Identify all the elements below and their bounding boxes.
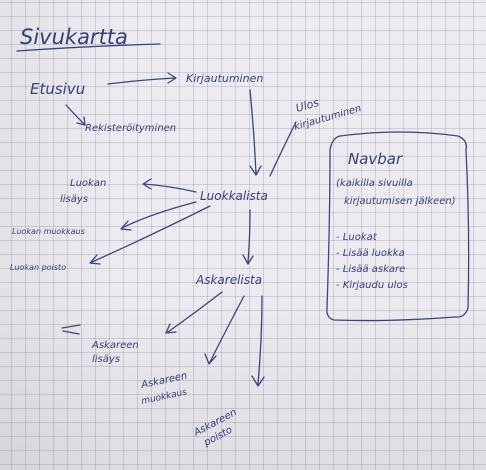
navbar-item-lisaa-luokka: - Lisää luokka bbox=[336, 248, 405, 259]
arrow-askarelista-to-askareen-poisto bbox=[251, 295, 265, 387]
arrow-askarelista-to-askareen-muokkaus bbox=[204, 295, 245, 365]
node-rekisteroityminen: Rekisteröityminen bbox=[85, 123, 176, 134]
arrow-luokkalista-to-luokan-poisto bbox=[89, 205, 211, 265]
scribble-mark bbox=[61, 324, 81, 335]
navbar-title: Navbar bbox=[348, 150, 403, 168]
navbar-subtitle-line2: kirjautumisen jälkeen) bbox=[344, 196, 456, 207]
node-luokkalista: Luokkalista bbox=[200, 189, 268, 203]
node-etusivu: Etusivu bbox=[30, 80, 85, 98]
node-askareen-muokkaus-line2: muokkaus bbox=[141, 387, 189, 406]
navbar-box bbox=[326, 131, 470, 322]
sitemap-title: Sivukartta bbox=[20, 25, 128, 49]
navbar-item-kirjaudu-ulos: - Kirjaudu ulos bbox=[336, 280, 408, 291]
arrow-luokkalista-to-luokan-lisays bbox=[142, 178, 197, 193]
arrow-askarelista-to-askareen-lisays bbox=[165, 291, 223, 334]
arrow-etusivu-to-rekisteroityminen bbox=[65, 104, 86, 126]
node-luokan-poisto: Luokan poisto bbox=[10, 263, 66, 272]
line-luokkalista-to-ulos-kirjautuminen bbox=[269, 121, 297, 177]
navbar-item-lisaa-askare: - Lisää askare bbox=[336, 264, 405, 275]
node-luokan-lisays-line2: lisäys bbox=[60, 194, 88, 205]
node-luokan-muokkaus: Luokan muokkaus bbox=[12, 227, 85, 236]
node-kirjautuminen: Kirjautuminen bbox=[186, 72, 263, 85]
title-underline bbox=[16, 43, 161, 52]
node-askareen-lisays-line1: Askareen bbox=[91, 340, 139, 351]
arrow-luokkalista-to-luokan-muokkaus bbox=[120, 201, 197, 231]
node-ulos-kirjautuminen-line1: Ulos bbox=[294, 96, 320, 115]
node-askarelista: Askarelista bbox=[195, 273, 262, 287]
arrow-etusivu-to-kirjautuminen bbox=[107, 72, 177, 85]
node-askareen-lisays-line2: lisäys bbox=[92, 354, 120, 365]
arrow-kirjautuminen-to-luokkalista bbox=[249, 89, 262, 176]
node-luokan-lisays-line1: Luokan bbox=[70, 178, 106, 189]
navbar-subtitle-line1: (kaikilla sivuilla bbox=[336, 178, 413, 189]
navbar-item-luokat: - Luokat bbox=[336, 232, 378, 243]
arrow-luokkalista-to-askarelista bbox=[242, 209, 254, 265]
